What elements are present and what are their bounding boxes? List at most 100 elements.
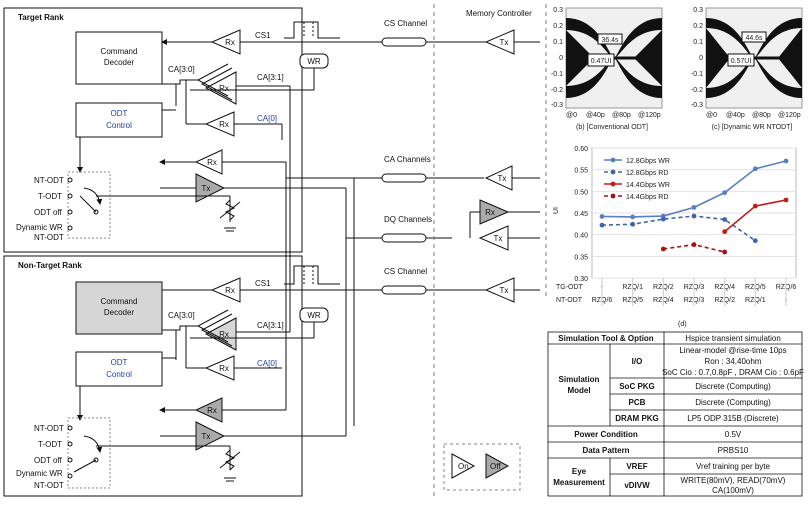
target-command-decoder: Command Decoder [75, 31, 163, 85]
chart-y-tick: 0.35 [574, 254, 588, 261]
bus-lines [285, 162, 484, 436]
dq-channel: DQ Channels [381, 215, 432, 243]
non-target-switch-label-2: T-ODT [38, 440, 62, 449]
controller-tx-dq: Tx [469, 212, 540, 251]
svg-text:Command: Command [101, 297, 138, 306]
svg-text:vDIVW: vDIVW [624, 481, 650, 490]
non-target-variable-resistor [219, 449, 241, 482]
svg-text:SoC Cio : 0.7,0.8pF , DRAM Cio: SoC Cio : 0.7,0.8pF , DRAM Cio : 0.6pF [662, 368, 804, 377]
svg-text:-0.2: -0.2 [551, 87, 563, 94]
ui-margin-line-chart: UI TG-ODT NT-ODT (d) 0.300.350.400.450.5… [553, 146, 797, 328]
chart-y-tick: 0.30 [574, 276, 588, 283]
ca-channel: CA Channels [381, 155, 431, 183]
target-switch-label-2: T-ODT [38, 192, 62, 201]
svg-text:36.4s: 36.4s [601, 37, 619, 44]
target-ca31-label: CA[3:1] [257, 73, 284, 82]
svg-text:ODT: ODT [111, 358, 128, 367]
svg-text:CA Channels: CA Channels [384, 155, 431, 164]
svg-text:VREF: VREF [626, 462, 647, 471]
svg-text:@40p: @40p [586, 112, 605, 119]
target-tx-dq: Tx [195, 173, 226, 203]
svg-text:-0.1: -0.1 [551, 71, 563, 78]
svg-text:Power Condition: Power Condition [574, 430, 638, 439]
svg-text:PCB: PCB [629, 398, 646, 407]
svg-text:Eye: Eye [572, 467, 587, 476]
svg-text:Tx: Tx [500, 38, 509, 47]
chart-legend-marker [610, 181, 616, 187]
chart-legend-marker [610, 157, 616, 163]
svg-text:0.1: 0.1 [553, 39, 563, 46]
non-target-rx-cs1: Rx [210, 277, 241, 303]
chart-legend-marker [610, 169, 616, 175]
svg-text:@40p: @40p [726, 112, 745, 119]
non-target-rank-block: Non-Target Rank Command Decoder ODT Cont… [3, 250, 420, 497]
svg-text:Tx: Tx [202, 184, 211, 193]
chart-y-tick: 0.55 [574, 168, 588, 175]
target-switch-label-1: NT-ODT [34, 176, 64, 185]
svg-text:Simulation: Simulation [559, 375, 600, 384]
controller-tx-cs2: Tx [426, 277, 540, 303]
svg-text:Discrete (Computing): Discrete (Computing) [695, 382, 771, 391]
eye-caption-dynamic: (c) [Dynamic WR NTODT] [712, 124, 793, 131]
target-ca30-label: CA[3:0] [168, 65, 195, 74]
svg-text:CS Channel: CS Channel [384, 19, 427, 28]
svg-text:Linear-model @rise-time 10ps: Linear-model @rise-time 10ps [679, 346, 786, 355]
chart-ylabel: UI [553, 207, 560, 214]
non-target-odt-switch [67, 417, 111, 489]
chart-point [691, 213, 697, 219]
target-odt-control: ODT Control [75, 102, 163, 138]
svg-text:Data Pattern: Data Pattern [582, 446, 629, 455]
target-ca0-label: CA[0] [257, 114, 277, 123]
svg-text:Tx: Tx [500, 286, 509, 295]
svg-text:Vref training per byte: Vref training per byte [696, 462, 771, 471]
svg-text:CA(100mV): CA(100mV) [712, 486, 754, 495]
chart-y-tick: 0.50 [574, 189, 588, 196]
svg-text:0.2: 0.2 [553, 23, 563, 30]
chart-point [722, 217, 728, 222]
svg-text:Tx: Tx [498, 174, 507, 183]
target-switch-label-5: NT-ODT [34, 233, 64, 242]
non-target-rank-title: Non-Target Rank [18, 261, 82, 270]
cs-channel-bottom: CS Channel [381, 267, 427, 295]
svg-text:44.6s: 44.6s [745, 35, 763, 42]
eye-diagram-dynamic: 44.6s 0.57UI 0.3 0.2 0.1 0 -0.1 -0.2 -0.… [691, 7, 803, 131]
svg-text:Decoder: Decoder [104, 58, 135, 67]
svg-text:Decoder: Decoder [104, 308, 135, 317]
non-target-odt-control: ODT Control [75, 351, 163, 387]
svg-text:Hspice transient simulation: Hspice transient simulation [685, 334, 781, 343]
target-switch-label-3: ODT off [34, 208, 62, 217]
non-target-ca30-label: CA[3:0] [168, 311, 195, 320]
svg-text:Rx: Rx [207, 158, 217, 167]
svg-text:@120p: @120p [638, 112, 661, 119]
chart-point [783, 197, 789, 203]
svg-text:0.3: 0.3 [693, 7, 703, 14]
target-rank-title: Target Rank [18, 13, 64, 22]
svg-text:Control: Control [106, 370, 132, 379]
svg-text:Rx: Rx [225, 38, 235, 47]
chart-point [630, 221, 636, 227]
svg-text:WR: WR [307, 57, 321, 66]
svg-text:0.57UI: 0.57UI [731, 58, 752, 65]
controller-tx-cs: Tx [426, 29, 540, 55]
chart-y-tick: 0.45 [574, 211, 588, 218]
chart-row1-label: TG-ODT [556, 284, 584, 291]
svg-text:DQ Channels: DQ Channels [384, 215, 432, 224]
chart-legend-label: 12.8Gbps WR [626, 158, 670, 165]
svg-text:-0.3: -0.3 [551, 102, 563, 109]
svg-text:0.47UI: 0.47UI [591, 58, 612, 65]
svg-text:@80p: @80p [612, 112, 631, 119]
svg-text:DRAM PKG: DRAM PKG [615, 414, 659, 423]
non-target-ca0-label: CA[0] [257, 359, 277, 368]
chart-point [722, 249, 728, 255]
svg-text:Rx: Rx [225, 286, 235, 295]
simulation-table: Simulation Tool & Option Hspice transien… [547, 331, 804, 497]
svg-text:Rx: Rx [485, 208, 495, 217]
svg-text:0.2: 0.2 [693, 23, 703, 30]
svg-text:I/O: I/O [632, 357, 643, 366]
svg-text:Rx: Rx [219, 84, 229, 93]
eye-caption-conventional: (b) [Conventional ODT] [576, 124, 648, 131]
svg-text:Tx: Tx [202, 432, 211, 441]
non-target-wr-pulse: WR [284, 265, 340, 323]
svg-text:Tx: Tx [494, 234, 503, 243]
